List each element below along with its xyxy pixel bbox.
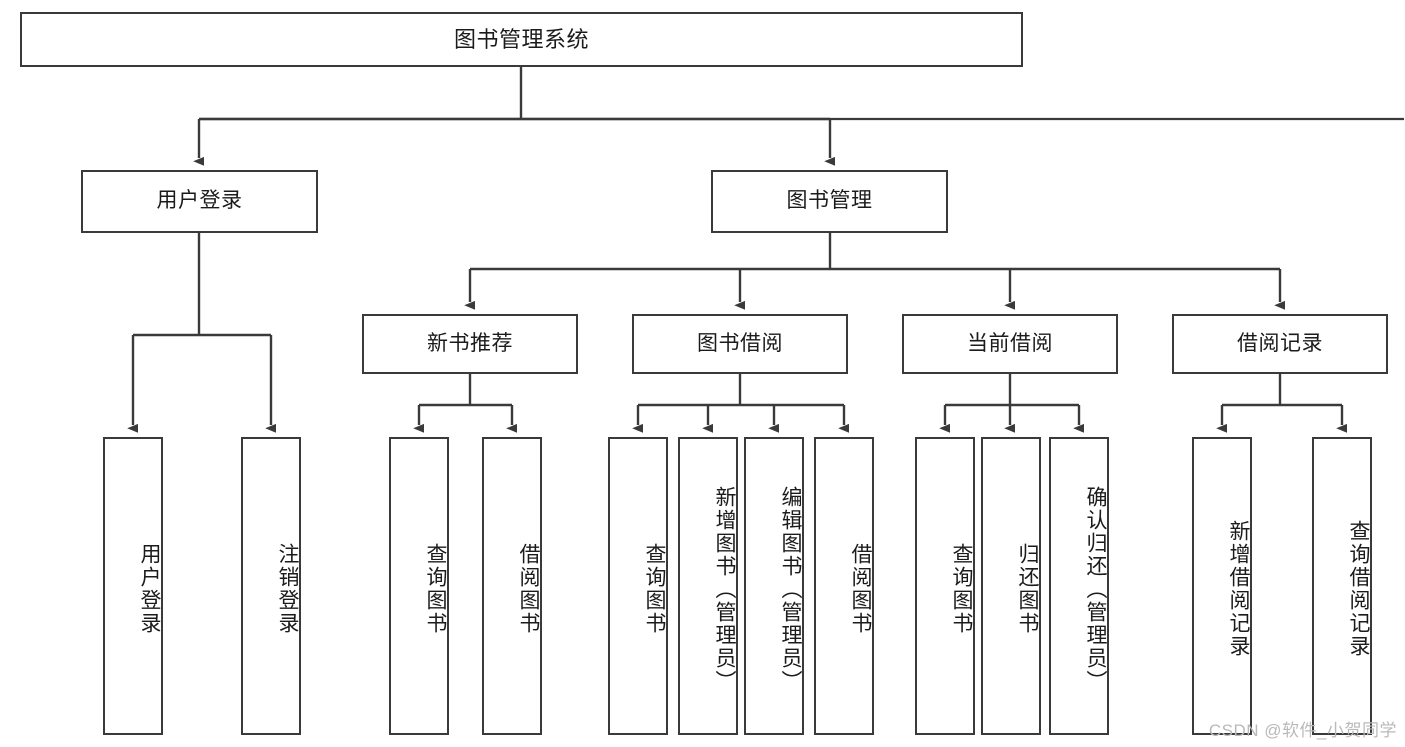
leaf-borrow-add-book-admin[interactable]: 新增图书（管理员） [678,437,738,735]
node-borrow-record[interactable]: 借阅记录 [1172,314,1388,374]
node-label: 确认归还（管理员） [1084,485,1107,693]
node-label: 归还图书 [1016,543,1039,635]
node-label: 用户登录 [156,189,243,213]
leaf-current-query-book[interactable]: 查询图书 [915,437,975,735]
node-label: 借阅图书 [517,543,540,635]
leaf-logout[interactable]: 注销登录 [241,437,301,735]
node-label: 当前借阅 [967,331,1053,355]
node-label: 新增图书（管理员） [713,485,736,693]
node-label: 用户登录 [138,543,161,635]
leaf-record-query-record[interactable]: 查询借阅记录 [1312,437,1372,735]
leaf-current-confirm-return-admin[interactable]: 确认归还（管理员） [1049,437,1109,735]
node-label: 借阅图书 [849,543,872,635]
node-current-borrow[interactable]: 当前借阅 [902,314,1118,374]
node-label: 图书管理系统 [453,26,589,52]
leaf-user-login[interactable]: 用户登录 [103,437,163,735]
node-label: 注销登录 [276,543,299,635]
leaf-recommend-query-book[interactable]: 查询图书 [389,437,449,735]
leaf-current-return-book[interactable]: 归还图书 [981,437,1041,735]
node-label: 查询借阅记录 [1347,520,1370,658]
node-label: 查询图书 [950,543,973,635]
node-label: 查询图书 [424,543,447,635]
node-label: 图书管理 [786,189,873,213]
node-label: 查询图书 [643,543,666,635]
leaf-recommend-borrow-book[interactable]: 借阅图书 [482,437,542,735]
node-label: 图书借阅 [697,331,783,355]
leaf-record-add-record[interactable]: 新增借阅记录 [1192,437,1252,735]
node-root-system[interactable]: 图书管理系统 [20,12,1023,67]
node-book-management[interactable]: 图书管理 [711,170,948,233]
node-label: 借阅记录 [1237,331,1323,355]
node-label: 编辑图书（管理员） [779,485,802,693]
csdn-watermark: CSDN @软件_小贺同学 [1208,721,1397,740]
node-user-login[interactable]: 用户登录 [81,170,318,233]
node-label: 新增借阅记录 [1227,520,1250,658]
leaf-borrow-borrow-book[interactable]: 借阅图书 [814,437,874,735]
node-label: 新书推荐 [427,331,513,355]
leaf-borrow-query-book[interactable]: 查询图书 [608,437,668,735]
node-new-book-recommend[interactable]: 新书推荐 [362,314,578,374]
leaf-borrow-edit-book-admin[interactable]: 编辑图书（管理员） [744,437,804,735]
node-book-borrow[interactable]: 图书借阅 [632,314,848,374]
